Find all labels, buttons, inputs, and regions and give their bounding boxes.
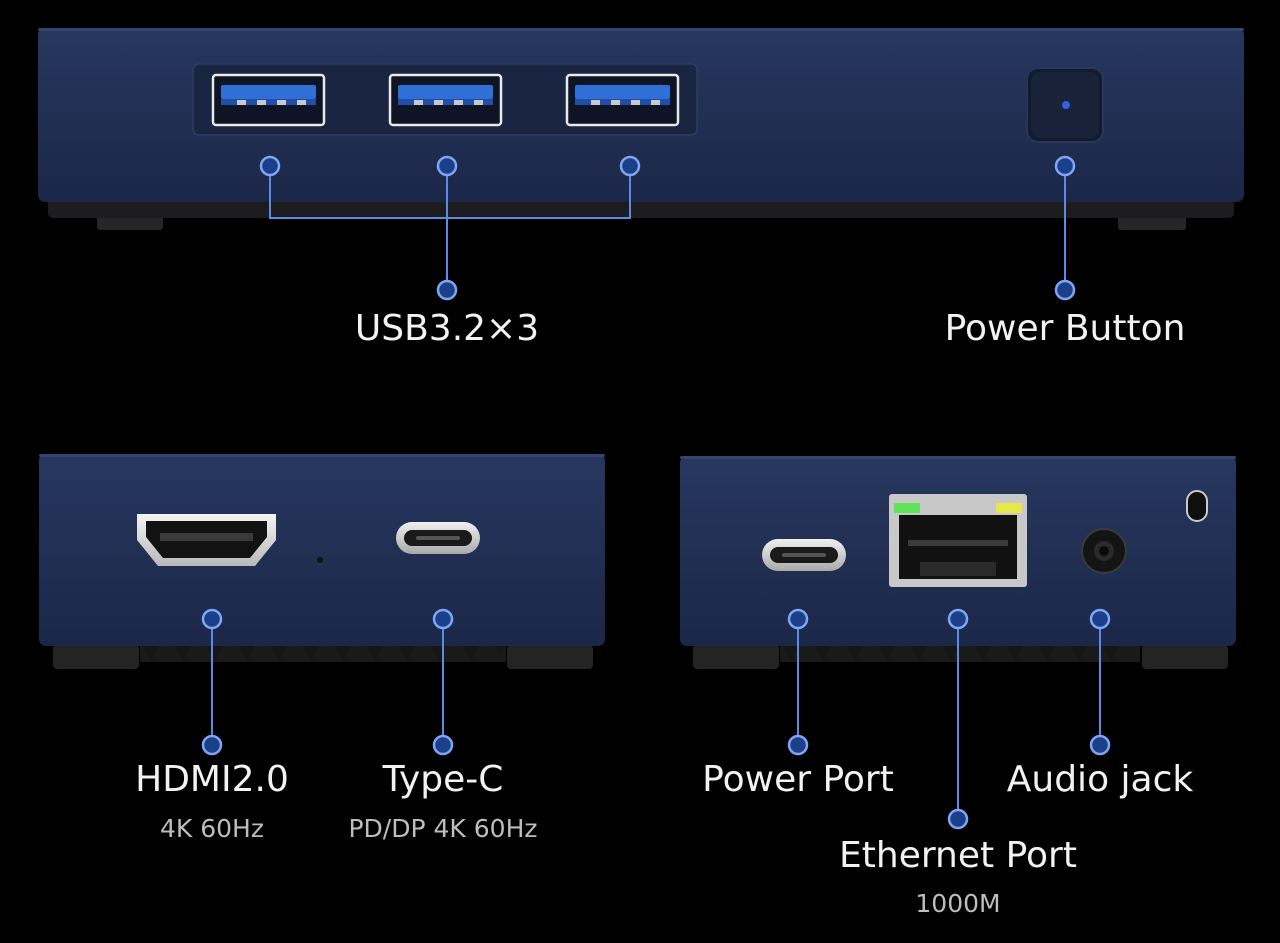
callout-dot <box>947 808 969 830</box>
kensington-lock-slot <box>1186 490 1208 522</box>
callout-dot <box>1089 734 1111 756</box>
callout-dot <box>1054 155 1076 177</box>
callout-dot <box>436 155 458 177</box>
left-foot-2 <box>507 645 593 669</box>
callout-dots <box>201 155 1111 830</box>
callout-dot <box>259 155 281 177</box>
ethernet-spec-label: 1000M <box>915 889 1001 918</box>
callout-dot <box>436 279 458 301</box>
callout-dot <box>787 608 809 630</box>
right-foot-2 <box>1142 645 1228 669</box>
callout-dot <box>201 608 223 630</box>
callout-dot <box>432 608 454 630</box>
right-foot-1 <box>693 645 779 669</box>
power-button <box>1026 67 1104 143</box>
callout-lines <box>211 166 1101 819</box>
hdmi-port <box>137 514 276 566</box>
ethernet-port <box>889 494 1027 587</box>
ethernet-label: Ethernet Port <box>839 835 1077 876</box>
device-right-side-view <box>680 456 1236 669</box>
callout-dot <box>947 608 969 630</box>
typec-port-left <box>396 522 480 554</box>
typec-spec-label: PD/DP 4K 60Hz <box>348 814 538 843</box>
power-led-icon <box>1062 101 1070 109</box>
hdmi-spec-label: 4K 60Hz <box>160 814 264 843</box>
callout-dot <box>201 734 223 756</box>
device-front-view <box>38 28 1244 230</box>
typec-port-right <box>762 539 846 571</box>
callout-dot <box>432 734 454 756</box>
callout-dot <box>619 155 641 177</box>
left-chassis <box>39 454 605 646</box>
callout-dot <box>1054 279 1076 301</box>
usb-port-2 <box>388 73 503 127</box>
status-led-icon <box>317 557 323 563</box>
callout-dot <box>1089 608 1111 630</box>
callout-dot <box>787 734 809 756</box>
device-left-side-view <box>39 454 605 669</box>
audio-jack <box>1081 528 1127 574</box>
power-button-label: Power Button <box>944 308 1186 349</box>
audio-jack-label: Audio jack <box>1006 759 1194 800</box>
power-port-label: Power Port <box>702 759 894 800</box>
usb-port-1 <box>211 73 326 127</box>
typec-label: Type-C <box>382 759 504 800</box>
front-base <box>48 198 1234 218</box>
usb-port-3 <box>565 73 680 127</box>
hdmi-label: HDMI2.0 <box>135 759 289 800</box>
usb-label: USB3.2×3 <box>354 308 540 349</box>
left-foot-1 <box>53 645 139 669</box>
